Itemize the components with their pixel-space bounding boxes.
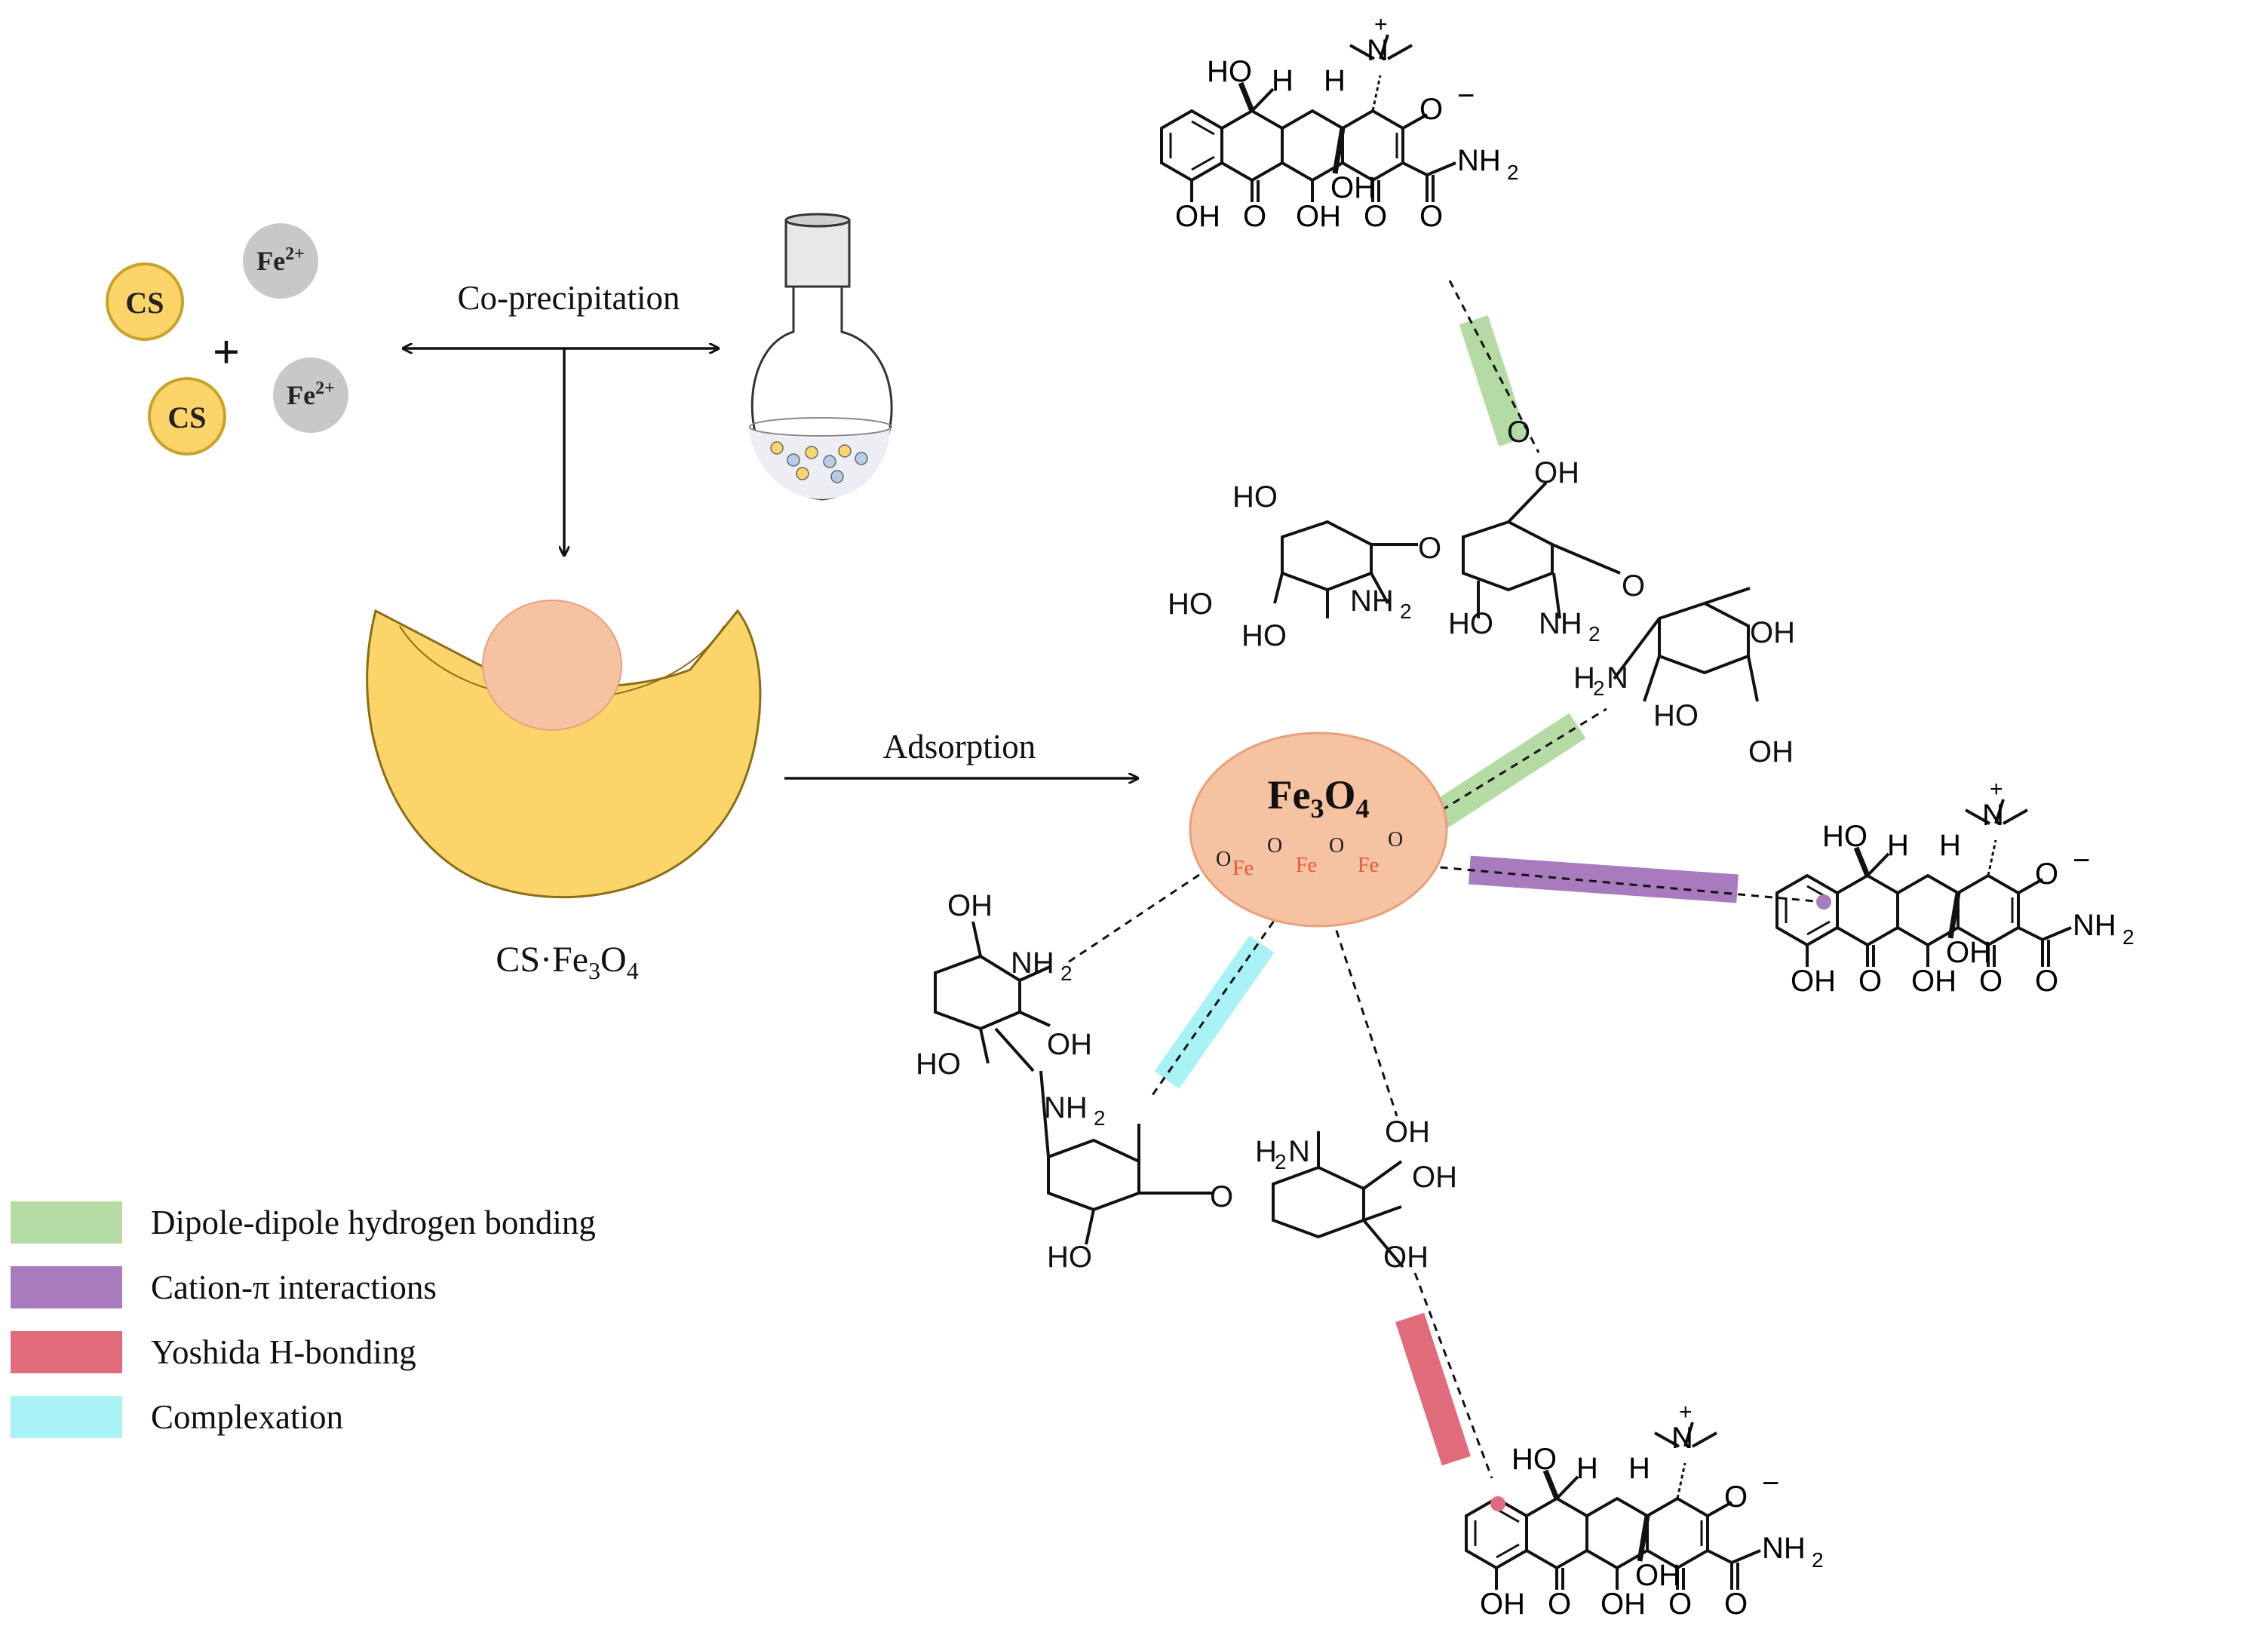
fe2-ion-2: Fe2+ bbox=[273, 357, 348, 433]
svg-text:H: H bbox=[1255, 1135, 1277, 1168]
legend-item-yoshida: Yoshida H-bonding bbox=[11, 1320, 596, 1385]
legend-label-dipole: Dipole-dipole hydrogen bonding bbox=[151, 1204, 596, 1241]
fe2-ion-1: Fe2+ bbox=[243, 223, 318, 299]
svg-text:2: 2 bbox=[1400, 600, 1412, 623]
svg-text:2: 2 bbox=[1094, 1106, 1106, 1130]
cs-fe3o4-composite bbox=[366, 600, 762, 899]
cs-bead-2: CS bbox=[148, 377, 226, 456]
svg-text:O: O bbox=[1622, 569, 1645, 603]
legend-label-yoshida: Yoshida H-bonding bbox=[151, 1333, 416, 1371]
svg-text:NH: NH bbox=[1539, 607, 1582, 640]
svg-text:O: O bbox=[1418, 532, 1441, 565]
svg-text:Fe: Fe bbox=[1296, 854, 1317, 877]
tetracycline-bottom bbox=[1466, 1400, 1824, 1621]
svg-text:2: 2 bbox=[1060, 962, 1073, 985]
chitosan-chain-top bbox=[1273, 481, 1759, 702]
svg-text:Fe3O4: Fe3O4 bbox=[1268, 772, 1370, 824]
legend-label-cation-pi: Cation-π interactions bbox=[151, 1268, 437, 1306]
legend-label-complexation: Complexation bbox=[151, 1398, 343, 1436]
svg-text:N: N bbox=[1607, 661, 1628, 695]
svg-text:HO: HO bbox=[1653, 699, 1699, 732]
svg-text:HO: HO bbox=[1047, 1241, 1092, 1274]
svg-text:OH: OH bbox=[947, 889, 993, 922]
fe3o4-nanoparticle: Fe3O4 O Fe O Fe O Fe O bbox=[1189, 732, 1448, 928]
chitosan-top-labels: HO HO HO NH 2 O OH HO NH 2 O OH H 2 N HO… bbox=[1168, 416, 1795, 768]
coprecipitation-label: Co-precipitation bbox=[458, 279, 680, 317]
pi-ring-marker-right bbox=[1816, 894, 1831, 910]
legend: Dipole-dipole hydrogen bonding Cation-π … bbox=[11, 1190, 596, 1449]
legend-swatch-complexation bbox=[11, 1396, 122, 1438]
svg-text:NH: NH bbox=[1044, 1091, 1088, 1124]
svg-text:N: N bbox=[1288, 1135, 1310, 1168]
adsorption-label: Adsorption bbox=[883, 728, 1036, 765]
composite-label: CS·Fe3O4 bbox=[496, 940, 638, 984]
svg-text:Fe2+: Fe2+ bbox=[287, 379, 335, 410]
svg-text:Fe2+: Fe2+ bbox=[256, 244, 305, 276]
svg-text:HO: HO bbox=[1448, 607, 1493, 640]
dipole-bar-top bbox=[1459, 314, 1528, 447]
yoshida-bar bbox=[1395, 1312, 1471, 1466]
complexation-bar bbox=[1154, 935, 1275, 1089]
legend-swatch-dipole bbox=[11, 1201, 122, 1244]
legend-swatch-yoshida bbox=[11, 1331, 122, 1373]
tetracycline-top bbox=[1162, 12, 1519, 233]
tetracycline-right bbox=[1777, 777, 2134, 998]
pi-ring-marker-bottom bbox=[1490, 1496, 1505, 1511]
svg-text:2: 2 bbox=[1275, 1150, 1287, 1173]
svg-text:HO: HO bbox=[916, 1048, 961, 1081]
svg-text:H: H bbox=[1573, 661, 1595, 695]
cs-label: CS bbox=[167, 400, 206, 434]
svg-text:O: O bbox=[1216, 848, 1231, 871]
svg-text:O: O bbox=[1210, 1180, 1233, 1213]
svg-text:OH: OH bbox=[1534, 456, 1579, 489]
svg-text:O: O bbox=[1507, 416, 1530, 449]
svg-text:NH: NH bbox=[1011, 946, 1054, 980]
legend-item-complexation: Complexation bbox=[11, 1385, 596, 1449]
svg-text:2: 2 bbox=[1593, 676, 1605, 700]
svg-text:OH: OH bbox=[1412, 1161, 1457, 1194]
svg-text:Fe: Fe bbox=[1232, 857, 1254, 880]
svg-text:HO: HO bbox=[1232, 480, 1278, 514]
svg-text:OH: OH bbox=[1750, 616, 1795, 649]
svg-text:Fe: Fe bbox=[1358, 854, 1379, 877]
chitosan-chain-bottom bbox=[934, 921, 1404, 1268]
svg-text:HO: HO bbox=[1241, 619, 1287, 652]
svg-text:OH: OH bbox=[1383, 1241, 1429, 1274]
cation-pi-bar bbox=[1469, 855, 1739, 903]
chitosan-bottom-labels: OH NH 2 OH HO NH 2 HO O H 2 N OH OH OH bbox=[916, 889, 1457, 1274]
svg-text:O: O bbox=[1329, 834, 1344, 857]
svg-text:OH: OH bbox=[1748, 735, 1794, 768]
svg-text:O: O bbox=[1267, 834, 1282, 857]
plus-sign: + bbox=[213, 325, 240, 379]
svg-text:2: 2 bbox=[1588, 622, 1600, 646]
svg-text:OH: OH bbox=[1047, 1028, 1092, 1061]
legend-item-cation-pi: Cation-π interactions bbox=[11, 1255, 596, 1320]
svg-text:OH: OH bbox=[1385, 1115, 1430, 1149]
flask-icon bbox=[749, 213, 893, 501]
cs-label: CS bbox=[125, 286, 164, 320]
legend-swatch-cation-pi bbox=[11, 1266, 122, 1308]
svg-text:O: O bbox=[1388, 828, 1403, 851]
dipole-bar-fe3o4 bbox=[1423, 713, 1586, 833]
svg-text:NH: NH bbox=[1350, 584, 1394, 618]
cs-bead-1: CS bbox=[106, 262, 184, 341]
legend-item-dipole: Dipole-dipole hydrogen bonding bbox=[11, 1190, 596, 1255]
svg-text:HO: HO bbox=[1168, 587, 1213, 621]
